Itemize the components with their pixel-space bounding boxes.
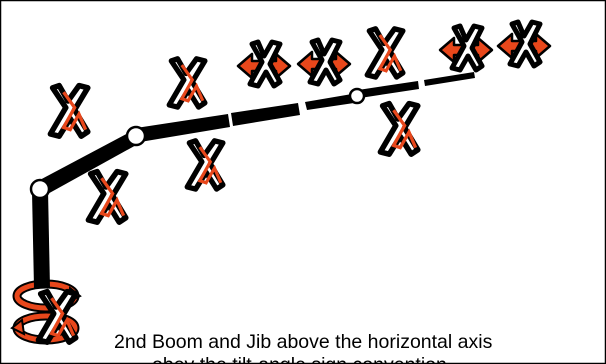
- second-boom-part-b: [231, 103, 300, 126]
- joint-circle-icon: [29, 178, 51, 200]
- joint-circle-icon: [125, 125, 147, 147]
- joint-circle-icon: [348, 87, 366, 105]
- tower-section: [32, 190, 50, 288]
- first-boom-section: [36, 131, 138, 196]
- jib-part-b: [424, 72, 475, 86]
- second-boom-part-c: [305, 94, 354, 110]
- diagram-caption: 2nd Boom and Jib above the horizontal ax…: [114, 331, 493, 353]
- diagram-caption-line2: obey the tilt-angle sign convention: [152, 354, 472, 364]
- jib-part-a: [358, 81, 419, 98]
- second-boom-part-a: [136, 114, 230, 142]
